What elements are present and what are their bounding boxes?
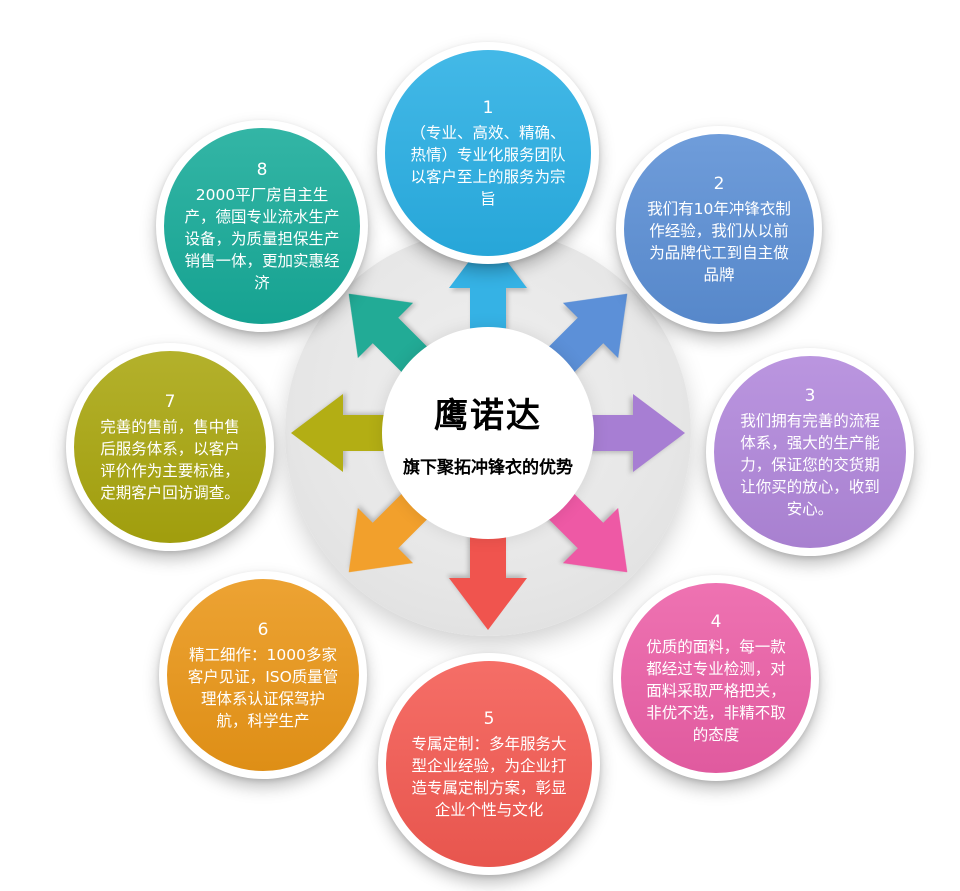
advantage-bubble-1: 1 （专业、高效、精确、热情）专业化服务团队以客户至上的服务为宗旨 <box>377 42 599 264</box>
arrow-down-left-icon <box>348 490 431 573</box>
advantage-number-7: 7 <box>164 392 176 413</box>
arrow-up-icon <box>449 236 527 333</box>
arrow-down-icon <box>449 533 527 630</box>
advantage-text-5: 专属定制：多年服务大型企业经验，为企业打造专属定制方案，彰显企业个性与文化 <box>411 734 567 819</box>
arrow-up-left-icon <box>348 293 431 376</box>
advantage-bubble-8: 8 2000平厂房自主生产，德国专业流水生产设备，为质量担保生产销售一体，更加实… <box>156 120 368 332</box>
radial-arrows <box>291 236 685 630</box>
advantage-bubble-5: 5 专属定制：多年服务大型企业经验，为企业打造专属定制方案，彰显企业个性与文化 <box>378 653 600 875</box>
advantage-bubble-6: 6 精工细作：1000多家客户见证，ISO质量管理体系认证保驾护航，科学生产 <box>159 571 367 779</box>
center-circle: 鹰诺达 旗下聚拓冲锋衣的优势 <box>382 327 594 539</box>
arrow-left-icon <box>291 394 388 472</box>
advantage-text-6: 精工细作：1000多家客户见证，ISO质量管理体系认证保驾护航，科学生产 <box>187 645 339 730</box>
center-hub: 鹰诺达 旗下聚拓冲锋衣的优势 <box>285 230 691 636</box>
advantage-number-4: 4 <box>710 612 722 633</box>
advantage-text-1: （专业、高效、精确、热情）专业化服务团队以客户至上的服务为宗旨 <box>410 123 566 208</box>
arrow-right-icon <box>588 394 685 472</box>
advantage-text-3: 我们拥有完善的流程体系，强大的生产能力，保证您的交货期让你买的放心，收到安心。 <box>740 411 880 518</box>
advantage-number-1: 1 <box>482 98 494 119</box>
advantage-text-8: 2000平厂房自主生产，德国专业流水生产设备，为质量担保生产销售一体，更加实惠经… <box>184 185 340 292</box>
advantage-bubble-3: 3 我们拥有完善的流程体系，强大的生产能力，保证您的交货期让你买的放心，收到安心… <box>706 348 914 556</box>
advantage-bubble-7: 7 完善的售前，售中售后服务体系，以客户评价作为主要标准，定期客户回访调查。 <box>66 343 274 551</box>
arrow-down-right-icon <box>545 490 628 573</box>
brand-title: 鹰诺达 <box>434 396 542 436</box>
arrow-up-right-icon <box>545 293 628 376</box>
advantage-number-8: 8 <box>256 160 268 181</box>
advantage-text-7: 完善的售前，售中售后服务体系，以客户评价作为主要标准，定期客户回访调查。 <box>100 417 240 502</box>
advantage-number-3: 3 <box>804 386 816 407</box>
advantage-text-4: 优质的面料，每一款都经过专业检测，对面料采取严格把关，非优不选，非精不取的态度 <box>646 637 786 744</box>
advantage-text-2: 我们有10年冲锋衣制作经验，我们从以前为品牌代工到自主做品牌 <box>647 199 791 284</box>
advantage-bubble-4: 4 优质的面料，每一款都经过专业检测，对面料采取严格把关，非优不选，非精不取的态… <box>613 575 819 781</box>
center-subtitle: 旗下聚拓冲锋衣的优势 <box>403 458 573 478</box>
advantage-number-5: 5 <box>483 709 495 730</box>
advantage-number-6: 6 <box>257 620 269 641</box>
advantage-bubble-2: 2 我们有10年冲锋衣制作经验，我们从以前为品牌代工到自主做品牌 <box>616 126 822 332</box>
advantage-number-2: 2 <box>713 174 725 195</box>
